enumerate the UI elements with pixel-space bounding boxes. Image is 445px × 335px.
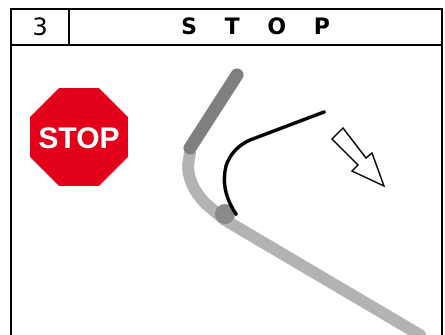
stick-upper-segment xyxy=(190,75,237,148)
direction-arrow-icon xyxy=(332,128,384,186)
stop-sign-icon: STOP xyxy=(30,88,128,186)
stick-motion-line xyxy=(224,112,324,214)
stop-sign-label: STOP xyxy=(38,122,119,155)
direction-arrow-shape xyxy=(332,128,384,186)
